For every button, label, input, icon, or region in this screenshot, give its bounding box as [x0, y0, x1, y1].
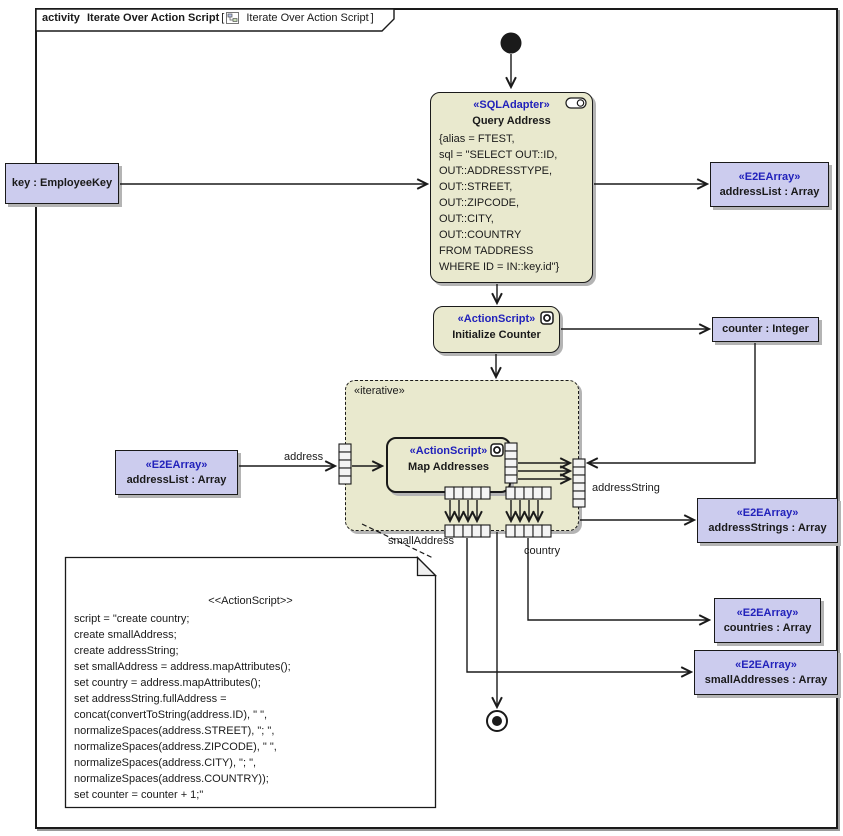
note-stereotype: <<ActionScript>> [208, 595, 293, 607]
initialize-counter-stereotype: «ActionScript» [457, 313, 536, 325]
edge-label-addressstring: addressString [592, 482, 660, 494]
initialize-counter-node[interactable]: «ActionScript» Initialize Counter [433, 306, 560, 353]
smalladdresses-label: smallAddresses : Array [704, 673, 828, 686]
map-addresses-node[interactable]: «ActionScript» Map Addresses [386, 437, 511, 493]
query-address-node[interactable]: «SQLAdapter» Query Address {alias = FTES… [430, 92, 593, 283]
counter-object-label: counter : Integer [722, 323, 809, 335]
countries-stereotype: «E2EArray» [736, 606, 799, 619]
actionscript-icon [540, 311, 554, 328]
addresslist-in-stereotype: «E2EArray» [145, 458, 208, 471]
query-address-stereotype: «SQLAdapter» [473, 99, 550, 111]
actionscript-icon [490, 443, 504, 460]
frame-activity-name: Iterate Over Action Script [86, 12, 220, 24]
note-script-text: script = "create country;create smallAdd… [74, 613, 291, 801]
sqladapter-icon [565, 97, 587, 112]
addresslist-out-label: addressList : Array [719, 185, 820, 198]
addresslist-out-stereotype: «E2EArray» [738, 170, 801, 183]
frame-title: activity Iterate Over Action Script[ Ite… [42, 12, 374, 24]
counter-object-node[interactable]: counter : Integer [712, 317, 819, 342]
countries-label: countries : Array [723, 621, 812, 634]
map-addresses-stereotype: «ActionScript» [409, 445, 488, 457]
iterative-region-stereotype: «iterative» [354, 385, 405, 397]
addressstrings-node[interactable]: «E2EArray» addressStrings : Array [697, 498, 838, 543]
countries-node[interactable]: «E2EArray» countries : Array [714, 598, 821, 643]
frame-diagram-name: Iterate Over Action Script [246, 12, 369, 24]
addresslist-out-node[interactable]: «E2EArray» addressList : Array [710, 162, 829, 207]
initialize-counter-name: Initialize Counter [452, 329, 541, 341]
key-object-node[interactable]: key : EmployeeKey [5, 163, 119, 204]
frame-keyword: activity [42, 12, 80, 24]
activity-diagram-icon [226, 12, 240, 24]
addressstrings-label: addressStrings : Array [708, 521, 827, 534]
bracket-open: [ [221, 12, 225, 24]
key-object-label: key : EmployeeKey [11, 177, 113, 189]
smalladdresses-node[interactable]: «E2EArray» smallAddresses : Array [694, 650, 838, 695]
query-address-sql: {alias = FTEST,sql = "SELECT OUT::ID,OUT… [439, 133, 560, 273]
addressstrings-stereotype: «E2EArray» [736, 506, 799, 519]
map-addresses-name: Map Addresses [408, 461, 489, 473]
smalladdresses-stereotype: «E2EArray» [735, 658, 797, 671]
addresslist-in-label: addressList : Array [126, 473, 227, 486]
edge-label-address: address [284, 451, 324, 463]
query-address-name: Query Address [472, 115, 551, 127]
edge-label-smalladdress: smallAddress [388, 535, 455, 547]
actionscript-note[interactable]: <<ActionScript>> script = "create countr… [65, 557, 436, 803]
addresslist-in-node[interactable]: «E2EArray» addressList : Array [115, 450, 238, 495]
edge-label-country: country [524, 545, 561, 557]
bracket-close: ] [370, 12, 374, 24]
